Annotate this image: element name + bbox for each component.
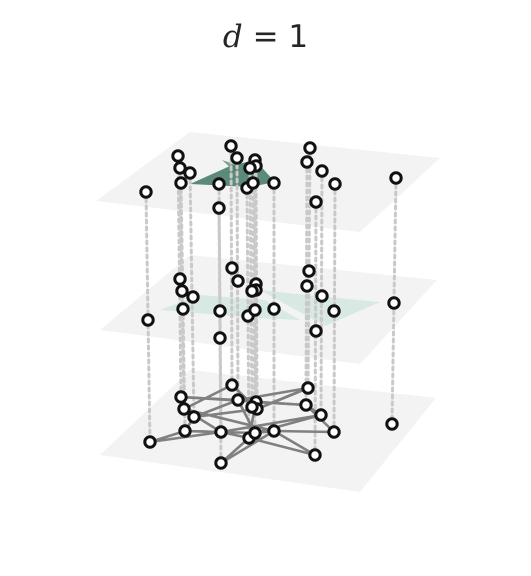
node-bottom [299, 398, 313, 412]
middle-layer-surface-right [260, 290, 380, 326]
node-middle [225, 261, 239, 275]
node-top [230, 151, 244, 165]
title-operator: = [242, 19, 289, 55]
node-middle [186, 290, 200, 304]
node-middle [315, 289, 329, 303]
network-edge [254, 400, 308, 407]
node-top [171, 149, 185, 163]
node-middle [141, 313, 155, 327]
node-bottom [301, 381, 315, 395]
node-middle [387, 296, 401, 310]
network-edge [219, 429, 276, 465]
node-bottom [214, 425, 228, 439]
node-top [243, 161, 257, 175]
drop-line [179, 181, 187, 433]
node-top [300, 155, 314, 169]
node-bottom [187, 410, 201, 424]
network-edge [182, 383, 234, 411]
node-top [309, 195, 323, 209]
node-bottom [177, 402, 191, 416]
node-bottom [308, 448, 322, 462]
node-bottom [245, 400, 259, 414]
node-bottom [248, 426, 262, 440]
node-top [139, 185, 153, 199]
node-middle [309, 324, 323, 338]
node-top [315, 164, 329, 178]
node-top [224, 139, 238, 153]
node-middle [248, 303, 262, 317]
node-top [212, 177, 226, 191]
node-top [212, 201, 226, 215]
network-edge [272, 429, 317, 457]
network-edge [255, 386, 310, 411]
drop-line [332, 182, 337, 434]
node-bottom [214, 456, 228, 470]
node-bottom [174, 390, 188, 404]
network-edge [236, 386, 310, 402]
network-edge [272, 429, 336, 434]
network-nodes [139, 139, 403, 470]
node-middle [175, 284, 189, 298]
node-middle [231, 274, 245, 288]
network-edge [247, 436, 317, 457]
node-middle [302, 264, 316, 278]
node-middle [245, 284, 259, 298]
node-bottom [327, 425, 341, 439]
node-top [173, 161, 187, 175]
node-bottom [314, 408, 328, 422]
node-top [303, 141, 317, 155]
node-top [267, 176, 281, 190]
node-middle [267, 302, 281, 316]
node-middle [213, 304, 227, 318]
node-top [328, 177, 342, 191]
network-edge [219, 413, 323, 434]
figure-title: d = 1 [0, 14, 531, 60]
title-value: 1 [288, 19, 309, 55]
node-bottom [225, 378, 239, 392]
node-top [246, 176, 260, 190]
node-middle [327, 304, 341, 318]
node-middle [213, 331, 227, 345]
node-bottom [385, 417, 399, 431]
node-top [174, 176, 188, 190]
network-edge [253, 413, 323, 435]
node-top [183, 166, 197, 180]
node-top [389, 171, 403, 185]
node-bottom [231, 393, 245, 407]
node-middle [173, 272, 187, 286]
node-bottom [267, 424, 281, 438]
title-variable: d [222, 19, 243, 55]
network-edge [192, 398, 240, 419]
node-bottom [143, 435, 157, 449]
node-bottom [178, 424, 192, 438]
node-middle [300, 279, 314, 293]
node-middle [176, 302, 190, 316]
